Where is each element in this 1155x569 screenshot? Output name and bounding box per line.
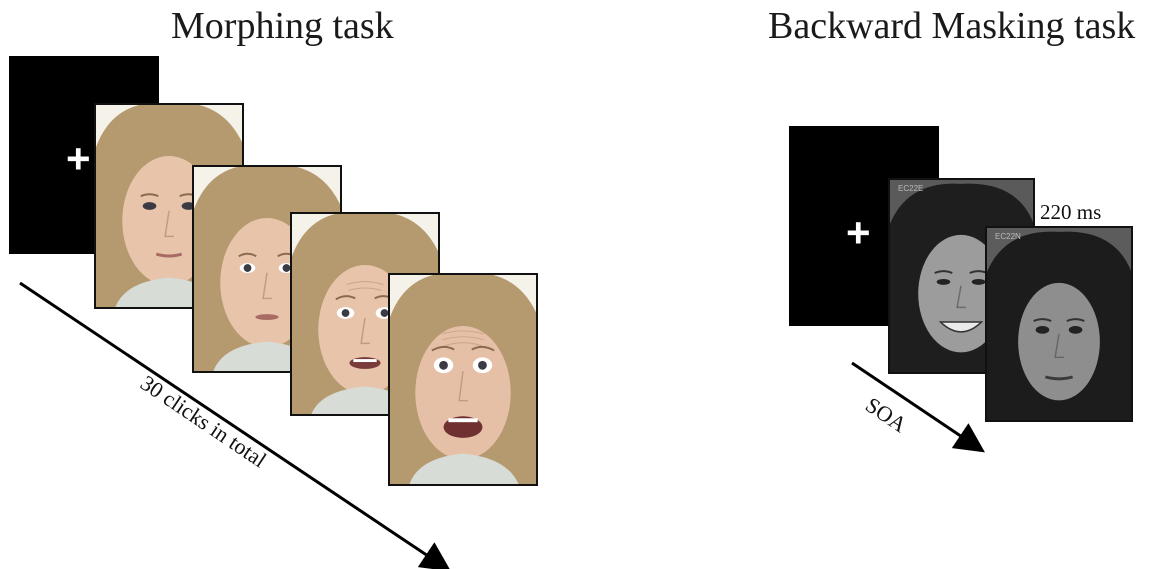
- morph-face-full-fear: [388, 273, 538, 486]
- masking-task-title: Backward Masking task: [768, 5, 1136, 47]
- fixation-cross-icon: +: [846, 209, 871, 256]
- duration-label: 220 ms: [1040, 200, 1102, 224]
- face-stimulus-code: EC22E: [898, 184, 924, 193]
- fixation-cross-icon: +: [66, 135, 91, 182]
- mask-face-neutral: EC22N: [985, 226, 1133, 422]
- morphing-task-title: Morphing task: [171, 5, 394, 47]
- face-stimulus-code: EC22N: [995, 232, 1021, 241]
